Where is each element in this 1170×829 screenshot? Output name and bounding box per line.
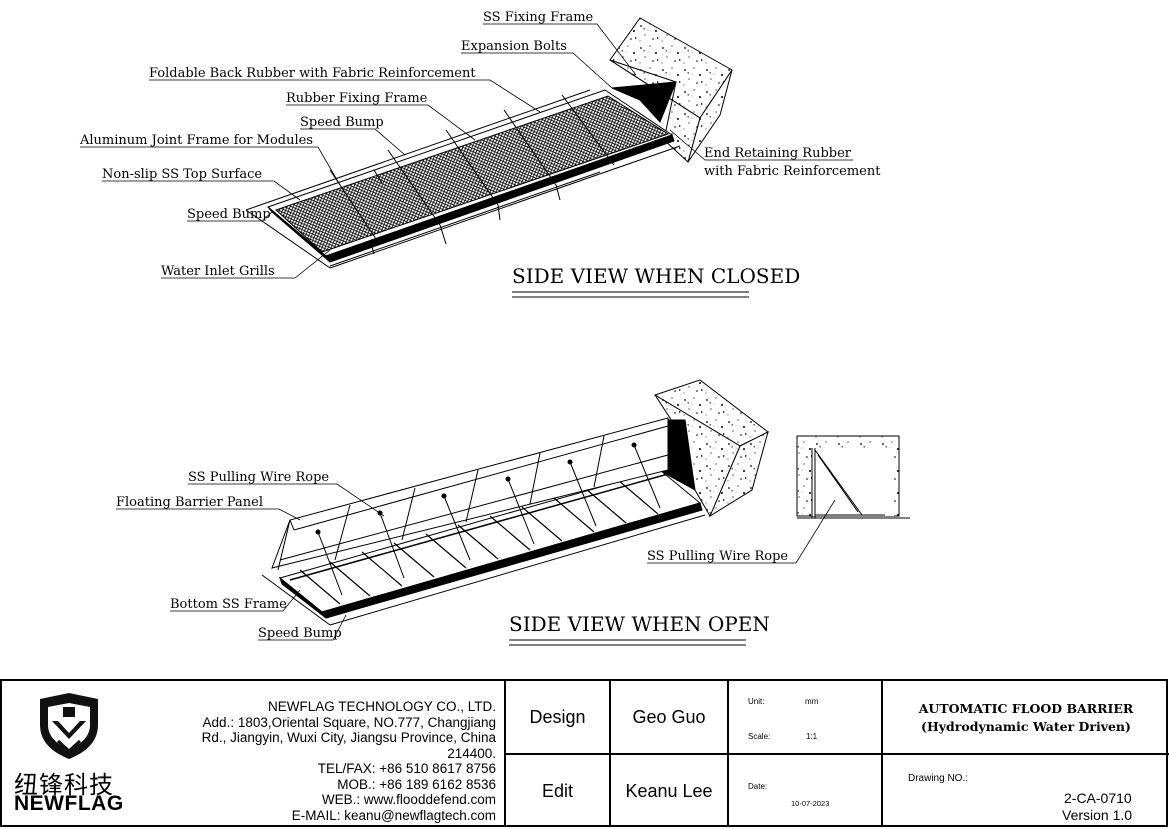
date-label: Date: <box>748 782 768 791</box>
label-non-slip-surface: Non-slip SS Top Surface <box>102 167 262 182</box>
scale-value: 1:1 <box>806 732 818 741</box>
newflag-logo-icon <box>40 693 98 759</box>
leaders-open <box>116 483 836 641</box>
label-ss-pulling-wire-rope-right: SS Pulling Wire Rope <box>647 549 788 564</box>
title-side-view-open: SIDE VIEW WHEN OPEN <box>509 612 770 636</box>
divider <box>504 753 881 755</box>
drawing-number: 2-CA-0710 <box>1064 790 1132 806</box>
label-end-retaining-rubber: End Retaining Rubber <box>704 146 852 161</box>
designer-name: Geo Guo <box>632 707 706 727</box>
logo-english-text: NEWFLAG <box>14 792 124 815</box>
divider <box>881 753 1169 755</box>
editor-name: Keanu Lee <box>625 781 713 801</box>
company-mobile: MOB.: +86 189 6162 8536 <box>337 776 496 792</box>
company-info: NEWFLAG TECHNOLOGY CO., LTD. Add.: 1803,… <box>120 699 496 823</box>
edit-label: Edit <box>541 781 574 801</box>
company-logo <box>36 691 102 761</box>
leaders-closed <box>80 23 853 279</box>
barrier-base-open <box>261 469 706 626</box>
company-address-line: Add.: 1803,Oriental Square, NO.777, Chan… <box>202 714 496 730</box>
company-web: WEB.: www.flooddefend.com <box>321 792 496 807</box>
label-water-inlet-grills: Water Inlet Grills <box>161 264 275 279</box>
drawing-version: Version 1.0 <box>1062 807 1133 823</box>
company-address-line: Rd., Jiangyin, Wuxi City, Jiangsu Provin… <box>201 730 496 745</box>
title-side-view-closed: SIDE VIEW WHEN CLOSED <box>512 264 800 288</box>
logo-chinese-text: 纽锋科技 <box>14 771 114 799</box>
company-name: NEWFLAG TECHNOLOGY CO., LTD. <box>267 699 496 714</box>
label-bottom-ss-frame: Bottom SS Frame <box>170 597 287 612</box>
title-block: 纽锋科技 NEWFLAG NEWFLAG TECHNOLOGY CO., LTD… <box>0 679 1169 827</box>
drawing-no-label: Drawing NO.: <box>908 773 969 784</box>
label-expansion-bolts: Expansion Bolts <box>461 39 567 54</box>
label-ss-fixing-frame: SS Fixing Frame <box>483 10 594 25</box>
label-ss-pulling-wire-rope: SS Pulling Wire Rope <box>188 470 329 485</box>
side-section-detail <box>796 435 910 519</box>
closed-view: SS Fixing Frame Expansion Bolts Foldable… <box>79 10 881 298</box>
floating-barrier-panel-drawing <box>271 417 669 596</box>
unit-label: Unit: <box>748 697 765 706</box>
product-subtitle: (Hydrodynamic Water Driven) <box>921 719 1131 734</box>
label-speed-bump-open: Speed Bump <box>258 626 342 641</box>
label-speed-bump-left: Speed Bump <box>187 207 271 222</box>
label-fabric-reinforcement: with Fabric Reinforcement <box>704 164 881 179</box>
label-foldable-back-rubber: Foldable Back Rubber with Fabric Reinfor… <box>149 66 476 81</box>
label-aluminum-joint-frame: Aluminum Joint Frame for Modules <box>79 133 313 148</box>
product-title: AUTOMATIC FLOOD BARRIER <box>918 701 1134 716</box>
barrier-deck-closed <box>245 89 681 269</box>
label-floating-barrier-panel: Floating Barrier Panel <box>116 495 263 510</box>
label-speed-bump-top: Speed Bump <box>300 115 384 130</box>
company-tel: TEL/FAX: +86 510 8617 8756 <box>317 761 496 776</box>
scale-label: Scale: <box>748 732 771 741</box>
date-value: 10-07-2023 <box>791 799 830 808</box>
label-rubber-fixing-frame: Rubber Fixing Frame <box>286 91 428 106</box>
unit-value: mm <box>805 697 819 706</box>
company-email: E-MAIL: keanu@newflagtech.com <box>291 807 496 823</box>
design-label: Design <box>529 707 586 727</box>
company-postcode: 214400. <box>447 745 496 761</box>
technical-drawing: SS Fixing Frame Expansion Bolts Foldable… <box>79 10 910 646</box>
open-view: SS Pulling Wire Rope Floating Barrier Pa… <box>116 379 910 646</box>
